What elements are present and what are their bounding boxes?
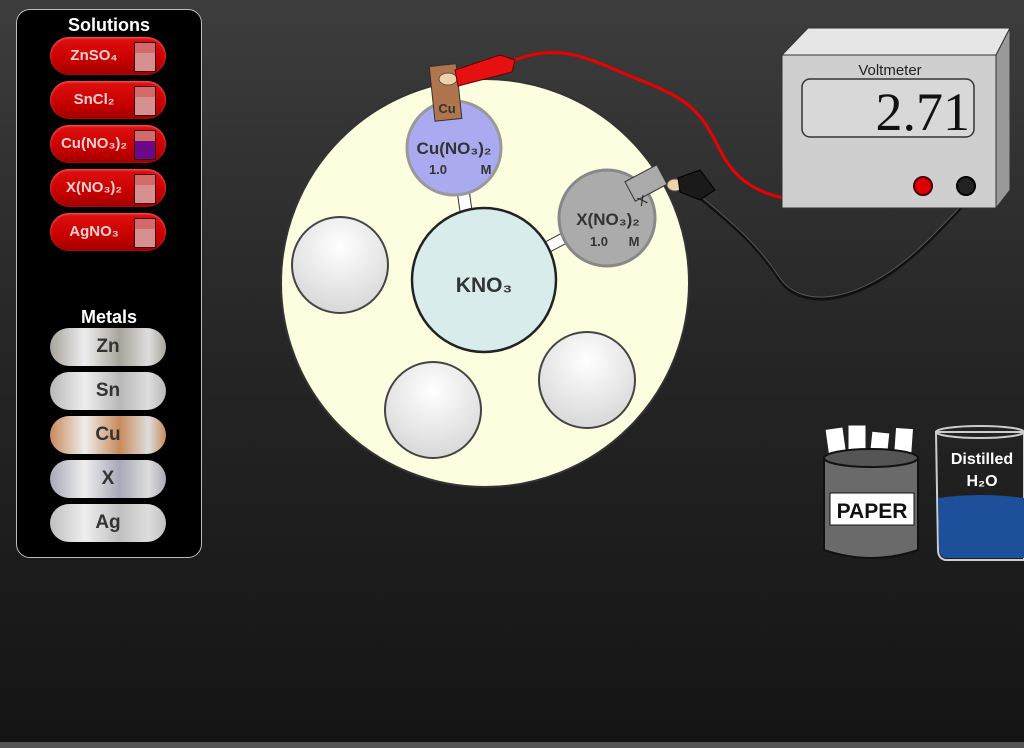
black-terminal[interactable]: [956, 176, 976, 196]
voltmeter-display: [801, 78, 975, 138]
metal-button[interactable]: X: [50, 460, 166, 498]
left-well-solution: Cu(NO₃)₂: [417, 139, 492, 158]
solution-button[interactable]: Cu(NO₃)₂: [50, 125, 166, 163]
red-alligator-clip[interactable]: [454, 54, 516, 87]
metal-button[interactable]: Ag: [50, 504, 166, 542]
water-label-line1: Distilled: [951, 451, 1013, 468]
beaker-icon: [134, 42, 156, 72]
solution-button[interactable]: ZnSO₄: [50, 37, 166, 75]
beaker-icon: [134, 218, 156, 248]
distilled-water-beaker[interactable]: Distilled H₂O: [934, 425, 1024, 561]
metal-button[interactable]: Sn: [50, 372, 166, 410]
right-well-unit: M: [629, 234, 640, 249]
solution-label: ZnSO₄: [70, 47, 118, 64]
empty-well[interactable]: [538, 331, 636, 429]
left-well-concentration: 1.0: [429, 162, 447, 177]
solution-label: AgNO₃: [69, 223, 119, 240]
left-well-unit: M: [481, 162, 492, 177]
solution-button[interactable]: X(NO₃)₂: [50, 169, 166, 207]
metal-button[interactable]: Cu: [50, 416, 166, 454]
empty-well[interactable]: [291, 216, 389, 314]
solutions-title: Solutions: [68, 15, 150, 35]
salt-bridge-label: KNO₃: [456, 274, 512, 297]
solution-label: X(NO₃)₂: [65, 179, 123, 196]
voltmeter-title: Voltmeter: [858, 62, 921, 79]
right-well-solution: X(NO₃)₂: [576, 210, 640, 229]
cu-electrode-label: Cu: [438, 101, 455, 116]
solution-label: SnCl₂: [73, 91, 115, 108]
red-terminal[interactable]: [913, 176, 933, 196]
solution-button[interactable]: AgNO₃: [50, 213, 166, 251]
voltmeter-reading: 2.71: [876, 82, 971, 142]
x-electrode[interactable]: [624, 164, 668, 202]
water-label-line2: H₂O: [966, 473, 997, 490]
reagent-panel: Solutions ZnSO₄ SnCl₂ Cu(NO₃)₂ X(NO₃)₂ AgNO₃…: [16, 9, 202, 558]
voltmeter: Voltmeter 2.71: [780, 27, 1011, 210]
right-well-concentration: 1.0: [590, 234, 608, 249]
beaker-icon: [134, 130, 156, 160]
metals-title: Metals: [80, 307, 138, 327]
paper-cup[interactable]: PAPER: [823, 424, 919, 559]
black-alligator-clip[interactable]: [677, 169, 716, 201]
solution-button[interactable]: SnCl₂: [50, 81, 166, 119]
bottom-bar: [0, 742, 1024, 748]
solution-label: Cu(NO₃)₂: [60, 135, 128, 152]
empty-well[interactable]: [384, 361, 482, 459]
kno3-well[interactable]: [410, 206, 558, 354]
beaker-icon: [134, 86, 156, 116]
beaker-icon: [134, 174, 156, 204]
metal-button[interactable]: Zn: [50, 328, 166, 366]
paper-label: PAPER: [837, 500, 908, 523]
